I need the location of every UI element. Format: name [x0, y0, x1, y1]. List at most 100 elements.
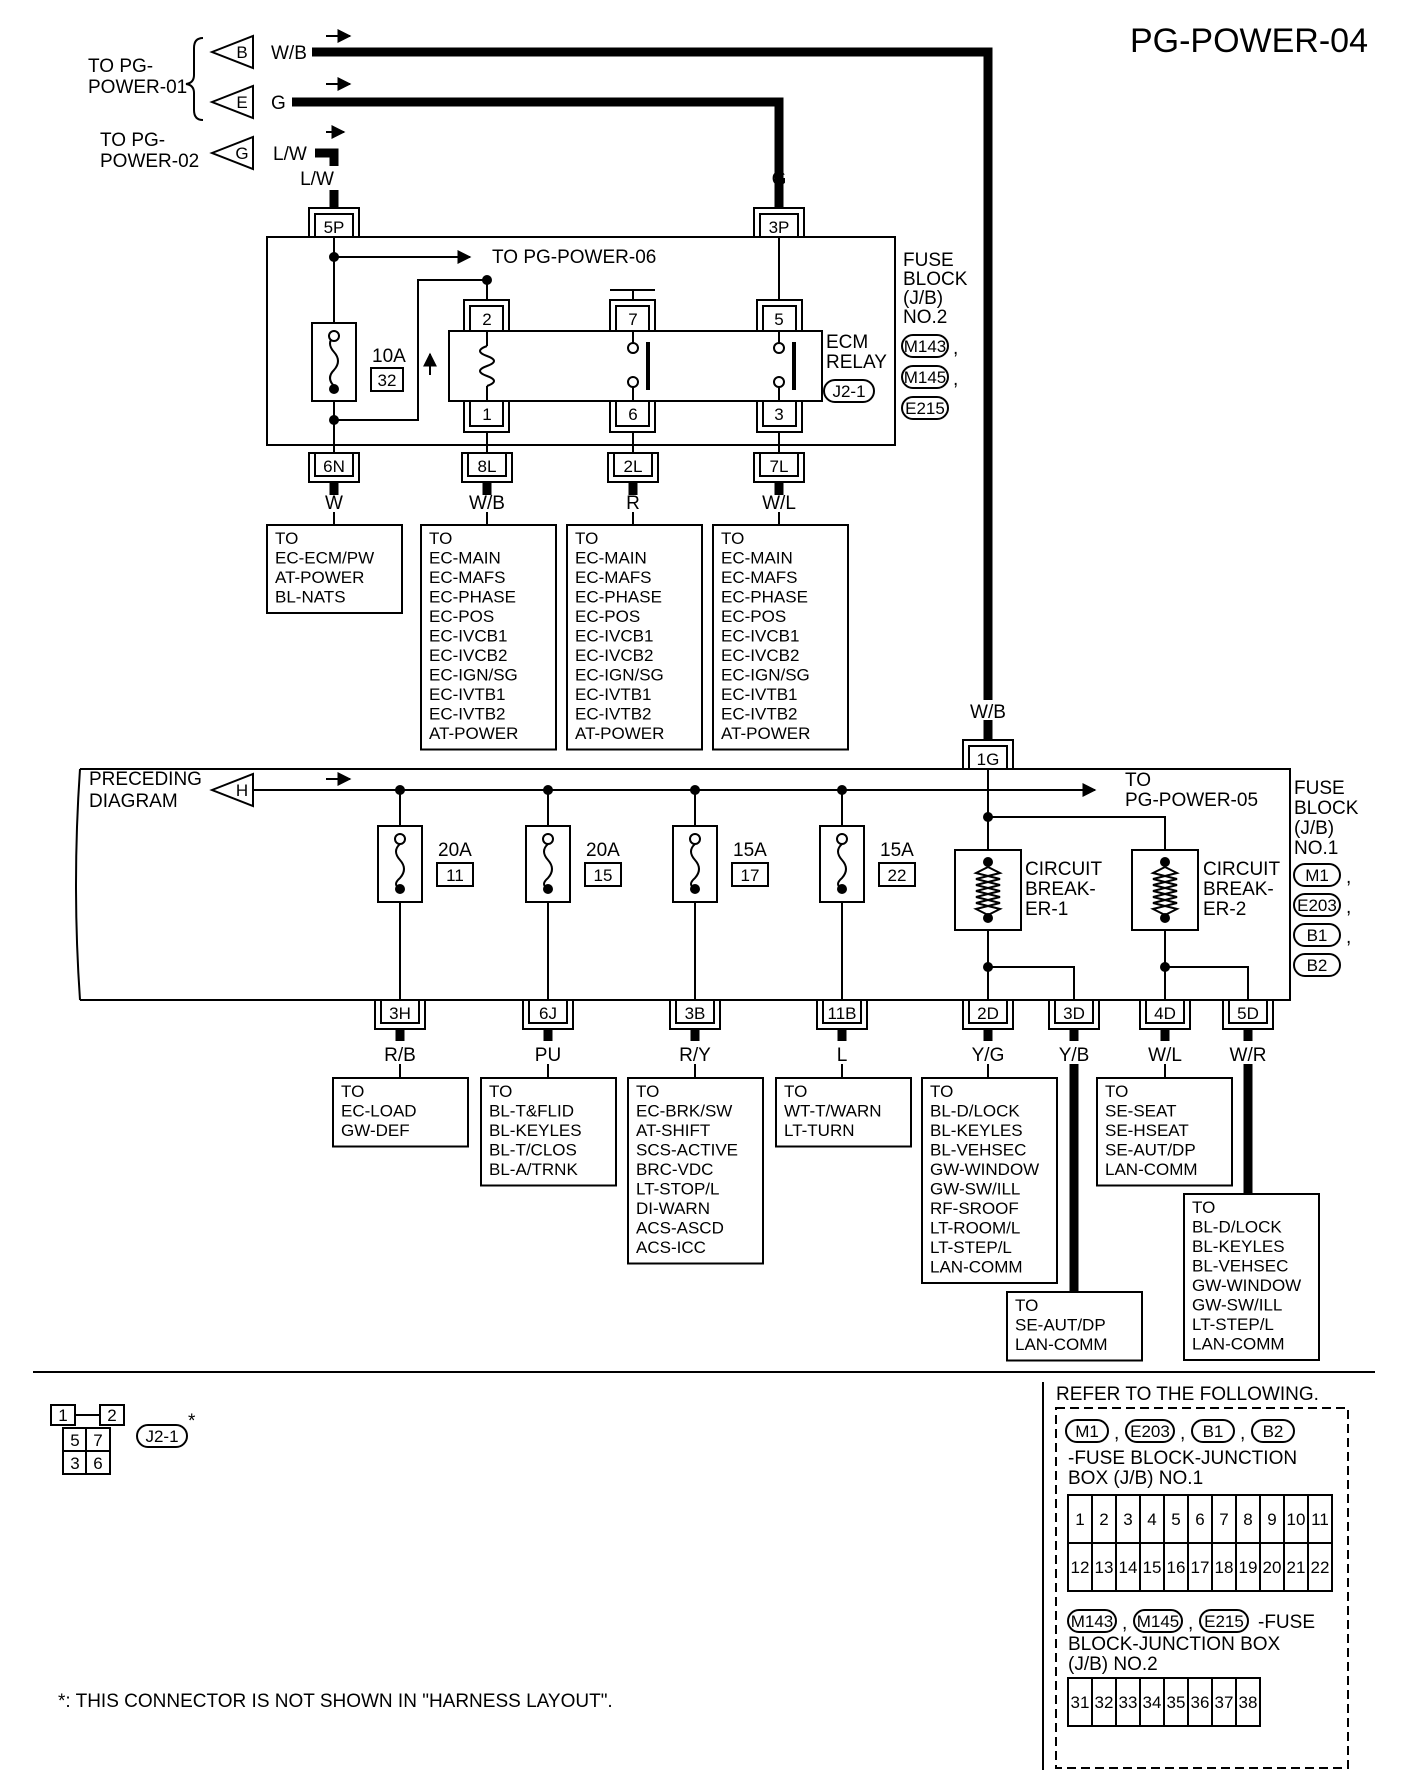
svg-text:3: 3	[70, 1454, 79, 1473]
fuse-cell: 18	[1215, 1558, 1234, 1577]
jb2-conn-e215: E215	[905, 399, 945, 418]
jb1-pin-3b-text: 3B	[685, 1004, 706, 1023]
svg-text:,: ,	[1346, 897, 1351, 918]
jb2-dest-2-line: EC-PHASE	[575, 588, 662, 607]
jb1-dest-7-line: BL-D/LOCK	[1192, 1218, 1282, 1237]
jb2-dest-2-line: TO	[575, 529, 598, 548]
jb1-dest-2-line: AT-SHIFT	[636, 1121, 710, 1140]
jb1-pin-6j-text: 6J	[539, 1004, 557, 1023]
jb1-dest-6-line: LAN-COMM	[1105, 1160, 1198, 1179]
jb1-dest-1-line: BL-T/CLOS	[489, 1141, 577, 1160]
fuse-cell: 14	[1119, 1558, 1138, 1577]
jb2-dest-1-line: AT-POWER	[429, 724, 518, 743]
svg-text:1: 1	[58, 1406, 67, 1425]
jb1-pin-3h-text: 3H	[389, 1004, 411, 1023]
jb2-dest-1-line: EC-IVCB1	[429, 627, 507, 646]
jb2-dest-1-line: EC-IVTB2	[429, 705, 506, 724]
relay-pin-7: 7	[609, 299, 656, 332]
jb1-dest-2-line: LT-STOP/L	[636, 1180, 719, 1199]
jb1-outputs: 3HR/BTOEC-LOADGW-DEF6JPUTOBL-T&FLIDBL-KE…	[332, 999, 1320, 1362]
fuse-cell: 35	[1167, 1693, 1186, 1712]
fuse-num: 15	[594, 866, 613, 885]
jb2-conn-m145: M145	[904, 368, 947, 387]
jb1-dest-2-line: DI-WARN	[636, 1199, 710, 1218]
wire-lw-trunk	[315, 148, 339, 166]
jb2-dest-2: TOEC-MAINEC-MAFSEC-PHASEEC-POSEC-IVCB1EC…	[566, 524, 703, 751]
fuse-num: 11	[446, 866, 464, 885]
jb1-wire-2: R/Y	[679, 1045, 711, 1066]
relay-connector-tag: J2-1	[832, 382, 865, 401]
circuit-breaker-2: CIRCUIT BREAK- ER-2	[1131, 849, 1280, 931]
jb1-wire-5: Y/B	[1059, 1045, 1090, 1066]
fuse-cell: 7	[1219, 1510, 1228, 1529]
jb1-dest-2-line: EC-BRK/SW	[636, 1102, 732, 1121]
fuse-cell: 10	[1287, 1510, 1306, 1529]
jb2-outline	[266, 236, 896, 446]
jb1-pin-3h: 3H	[374, 999, 426, 1030]
fuse-cell: 21	[1287, 1558, 1306, 1577]
footnote: *: THIS CONNECTOR IS NOT SHOWN IN "HARNE…	[58, 1691, 613, 1712]
fuse-cell: 32	[1095, 1693, 1114, 1712]
svg-text:CIRCUIT BREAK-: CIRCUIT BREAK- ER-1	[1025, 859, 1107, 920]
svg-text:,: ,	[1240, 1423, 1245, 1444]
jb2-dest-1-line: EC-MAFS	[429, 568, 506, 587]
jb1-dest-4-line: LT-ROOM/L	[930, 1219, 1020, 1238]
jb1-in-wire: W/B	[970, 702, 1006, 723]
fuse-cell: 17	[1191, 1558, 1210, 1577]
fuse-cell: 20	[1263, 1558, 1282, 1577]
jb1-wire-6: W/L	[1148, 1045, 1182, 1066]
svg-text:7: 7	[628, 310, 637, 329]
jb1-dest-7: TOBL-D/LOCKBL-KEYLESBL-VEHSECGW-WINDOWGW…	[1183, 1193, 1320, 1361]
jb2-dest-2-line: EC-MAFS	[575, 568, 652, 587]
jb1-dest-1-line: TO	[489, 1082, 512, 1101]
preceding-letter: H	[236, 781, 248, 800]
jb1-dest-4-line: BL-D/LOCK	[930, 1102, 1020, 1121]
relay-pin-1: 1	[463, 400, 510, 433]
fuse-cell: 19	[1239, 1558, 1258, 1577]
svg-text:3P: 3P	[769, 218, 790, 237]
jb1-pin-3b: 3B	[669, 999, 721, 1030]
jb1-dest-4-line: RF-SROOF	[930, 1199, 1019, 1218]
svg-text:2: 2	[107, 1406, 116, 1425]
jb2-dest-2-line: EC-MAIN	[575, 549, 647, 568]
ecm-relay-label: ECM RELAY	[826, 332, 887, 373]
fuse-cell: 2	[1099, 1510, 1108, 1529]
connector-e-letter: E	[236, 93, 247, 112]
svg-text:M143: M143	[1071, 1612, 1114, 1631]
svg-text:,: ,	[1188, 1613, 1193, 1634]
jb2-in-left-wire: L/W	[300, 169, 334, 190]
fuse-cell: 37	[1215, 1693, 1234, 1712]
svg-text:,: ,	[1180, 1423, 1185, 1444]
jb1-dest-2-line: BRC-VDC	[636, 1160, 713, 1179]
jb1-pin-4d: 4D	[1139, 999, 1191, 1030]
svg-text:,: ,	[1114, 1423, 1119, 1444]
jb2-pin-7l: 7L	[753, 452, 805, 483]
svg-text:M1: M1	[1075, 1422, 1099, 1441]
relay-pin-2: 2	[463, 299, 510, 332]
jb2-dest-3-line: EC-IGN/SG	[721, 666, 810, 685]
jb1-dest-3-line: WT-T/WARN	[784, 1102, 882, 1121]
connector-g-letter: G	[235, 144, 248, 163]
jb2-dest-2-line: EC-IVCB1	[575, 627, 653, 646]
circuit-breaker-1: CIRCUIT BREAK- ER-1	[954, 849, 1107, 931]
relay-pin-3: 3	[756, 400, 803, 433]
connector-e-flag	[209, 84, 254, 120]
jb2-dest-1-line: TO	[429, 529, 452, 548]
jb2-dest-3-line: EC-IVCB1	[721, 627, 799, 646]
jb2-dest-3-line: EC-IVTB2	[721, 705, 798, 724]
pg01-label: TO PG- POWER-01	[88, 56, 187, 98]
svg-text:B1: B1	[1203, 1422, 1224, 1441]
jb1-dest-7-line: BL-KEYLES	[1192, 1237, 1285, 1256]
fuse-amp: 20A	[586, 840, 620, 861]
fuse-cell: 31	[1071, 1693, 1090, 1712]
jb2-dest-3-line: EC-MAIN	[721, 549, 793, 568]
jb2-dest-0-line: AT-POWER	[275, 568, 364, 587]
pg01-brace	[185, 37, 204, 121]
jb2-dest-0-line: TO	[275, 529, 298, 548]
jb2-dest-2-line: EC-IGN/SG	[575, 666, 664, 685]
jb1-dest-4-line: BL-VEHSEC	[930, 1141, 1026, 1160]
svg-text:3: 3	[774, 405, 783, 424]
